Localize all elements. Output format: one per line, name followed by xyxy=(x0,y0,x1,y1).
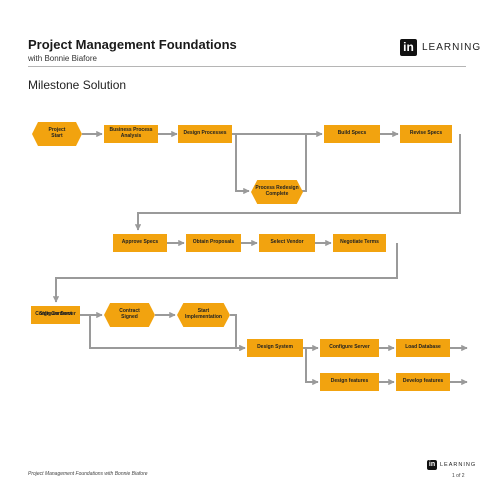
task-obtain-proposals: Obtain Proposals xyxy=(186,234,241,252)
footer-logo-wordmark: LEARNING xyxy=(440,462,477,468)
linkedin-learning-logo: in LEARNING xyxy=(400,39,481,56)
arrow-signed-branch-to-design xyxy=(89,315,246,352)
task-design-features: Design features xyxy=(320,373,379,391)
task-build-specs: Build Specs xyxy=(324,125,380,143)
configure-server-overlapping-label: Configure Server xyxy=(35,311,76,317)
arrow-redesign-merge xyxy=(300,134,307,192)
milestone-contract-signed: Contract Signed xyxy=(104,303,155,327)
task-design-system: Design System xyxy=(247,339,303,357)
page-number: 1 of 2 xyxy=(452,473,465,479)
task-design-processes: Design Processes xyxy=(178,125,232,143)
footer-course-credit: Project Management Foundations with Bonn… xyxy=(28,471,148,477)
header-divider xyxy=(28,66,466,67)
task-configure-server: Configure Server xyxy=(320,339,379,357)
footer-linkedin-learning-logo: in LEARNING xyxy=(427,460,476,470)
arrow-revise-to-approve xyxy=(134,134,461,231)
linkedin-in-icon: in xyxy=(400,39,417,56)
task-negotiate-terms: Negotiate Terms xyxy=(333,234,386,252)
task-business-process-analysis: Business Process Analysis xyxy=(104,125,158,143)
milestone-project-start: Project Start xyxy=(32,122,82,146)
arrow-start-impl-to-design xyxy=(230,314,246,352)
course-subtitle: with Bonnie Biafore xyxy=(28,54,97,63)
sign-contract-label: Sign Contract xyxy=(39,311,72,317)
task-select-vendor: Select Vendor xyxy=(259,234,315,252)
task-approve-specs: Approve Specs xyxy=(113,234,167,252)
course-title: Project Management Foundations xyxy=(28,37,237,52)
milestone-process-redesign-complete: Process Redesign Complete xyxy=(251,180,303,204)
task-load-database: Load Database xyxy=(396,339,450,357)
task-revise-specs: Revise Specs xyxy=(400,125,452,143)
arrow-design-to-features xyxy=(305,348,319,386)
task-sign-contract: Sign Contract Configure Server xyxy=(31,306,80,324)
footer-linkedin-in-icon: in xyxy=(427,460,437,470)
task-develop-features: Develop features xyxy=(396,373,450,391)
milestone-start-implementation: Start Implementation xyxy=(177,303,230,327)
logo-wordmark: LEARNING xyxy=(422,42,482,53)
section-title: Milestone Solution xyxy=(28,78,127,92)
arrow-design-to-redesign xyxy=(235,134,250,195)
arrow-terms-to-sign xyxy=(52,243,398,303)
